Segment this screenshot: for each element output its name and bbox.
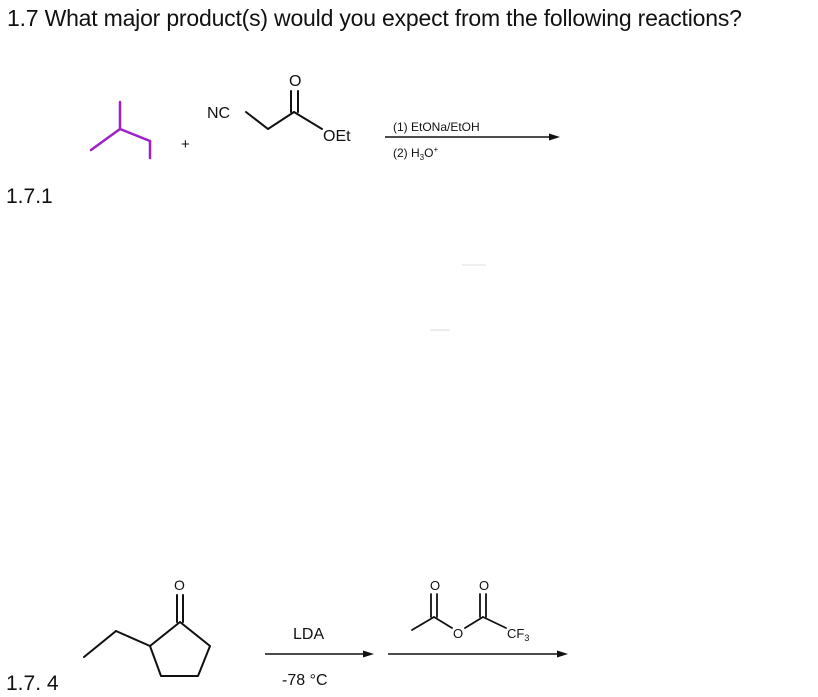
plus-sign: + [181, 136, 190, 153]
reactant-ethyl-cyanoacetate [245, 90, 323, 130]
ketone-o-label: O [174, 577, 185, 593]
nc-label: NC [207, 105, 230, 122]
cf3-label: CF3 [507, 626, 529, 643]
anhydride-bridge-o-label: O [453, 626, 463, 641]
reagent-anhydride [411, 593, 507, 631]
problem-number-1-7-1: 1.7.1 [6, 185, 53, 208]
problem-number-1-7-4: 1.7. 4 [6, 672, 59, 695]
arrowhead-2 [363, 650, 374, 658]
question-title: 1.7 What major product(s) would you expe… [7, 5, 742, 31]
condition-step-1: (1) EtONa/EtOH [393, 120, 480, 134]
arrowhead-3 [557, 650, 568, 658]
anhydride-o-label-1: O [430, 578, 440, 593]
arrowhead-1 [549, 133, 560, 141]
anhydride-o-label-2: O [479, 578, 489, 593]
reagent-lda: LDA [293, 626, 324, 643]
reactant-isopropyl-iodide [89, 100, 152, 160]
oet-label: OEt [323, 128, 351, 145]
reactant-2-ethylcyclopentanone [83, 594, 211, 677]
carbonyl-o-label: O [289, 73, 301, 90]
reagent-temperature: -78 °C [282, 672, 328, 689]
condition-step-2: (2) H3O+ [393, 145, 438, 162]
